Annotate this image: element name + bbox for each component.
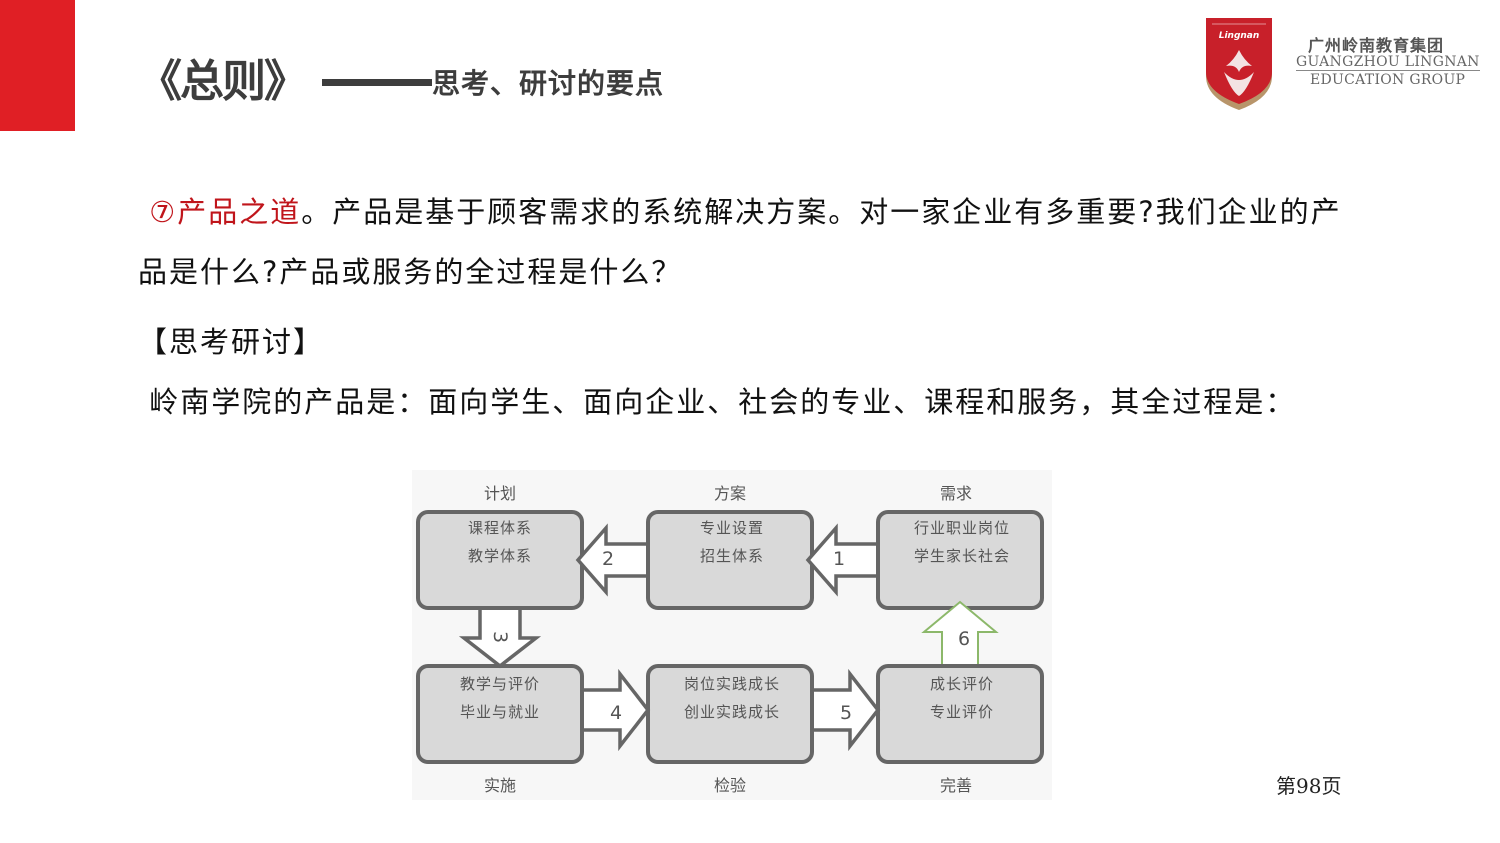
point-paragraph: ⑦产品之道。产品是基于顾客需求的系统解决方案。对一家企业有多重要?我们企业的产品… [138, 182, 1358, 302]
stage-line: 教学体系 [467, 547, 532, 565]
stage-text-improve: 成长评价 专业评价 [882, 670, 1042, 726]
arrow-6 [921, 600, 999, 664]
stage-label-implement: 实施 [483, 776, 516, 795]
title-main: 《总则》 [138, 56, 308, 107]
logo-name-en-2: EDUCATION GROUP [1310, 72, 1466, 88]
stage-line: 课程体系 [467, 519, 532, 537]
point-text: 。产品是基于顾客需求的系统解决方案。对一家企业有多重要?我们企业的产品是什么?产… [138, 195, 1342, 289]
stage-text-verify: 岗位实践成长 创业实践成长 [652, 670, 812, 726]
point-highlight: ⑦产品之道 [149, 195, 302, 229]
title-dash [322, 79, 432, 86]
diagram-shapes [416, 510, 1044, 764]
arrow-4 [584, 668, 651, 752]
arrow-label-4: 4 [609, 702, 623, 724]
arrow-label-3: 3 [489, 630, 511, 644]
title-subtitle: 思考、研讨的要点 [432, 67, 665, 100]
discussion-heading: 【思考研讨】 [138, 325, 325, 359]
page-title: 《总则》 思考、研讨的要点 [138, 48, 664, 108]
arrow-label-1: 1 [832, 548, 846, 570]
stage-label-demand: 需求 [939, 484, 972, 503]
stage-text-scheme: 专业设置 招生体系 [652, 514, 812, 570]
stage-line: 岗位实践成长 [683, 675, 780, 693]
stage-line: 专业设置 [699, 519, 764, 537]
process-diagram: 计划 方案 需求 实施 检验 完善 课程体系 教学体系 专业设置 招生体系 行业… [412, 470, 1052, 800]
arrow-label-5: 5 [839, 702, 853, 724]
logo-name-cn: 广州岭南教育集团 [1308, 36, 1445, 55]
arrow-2 [575, 523, 646, 597]
arrow-5 [814, 668, 881, 752]
stage-label-verify: 检验 [713, 776, 746, 795]
page-number: 第98页 [1276, 774, 1342, 798]
stage-line: 学生家长社会 [913, 547, 1010, 565]
stage-box-verify [646, 664, 814, 764]
shield-logo-icon: Lingnan [1206, 18, 1272, 110]
stage-text-implement: 教学与评价 毕业与就业 [420, 670, 580, 726]
company-logo: Lingnan 广州岭南教育集团 GUANGZHOU LINGNAN EDUCA… [1200, 14, 1480, 114]
answer-paragraph: 岭南学院的产品是：面向学生、面向企业、社会的专业、课程和服务，其全过程是： [138, 372, 1358, 432]
shield-text: Lingnan [1219, 31, 1260, 41]
stage-line: 行业职业岗位 [913, 519, 1010, 537]
arrow-1 [805, 523, 876, 597]
accent-bar [0, 0, 75, 131]
arrow-label-6: 6 [957, 628, 971, 650]
stage-line: 毕业与就业 [459, 703, 540, 721]
stage-line: 教学与评价 [459, 675, 540, 693]
stage-text-plan: 课程体系 教学体系 [420, 514, 580, 570]
stage-line: 创业实践成长 [683, 703, 780, 721]
stage-line: 成长评价 [929, 675, 994, 693]
stage-label-plan: 计划 [483, 484, 516, 503]
stage-text-demand: 行业职业岗位 学生家长社会 [882, 514, 1042, 570]
answer-text: 岭南学院的产品是：面向学生、面向企业、社会的专业、课程和服务，其全过程是： [149, 385, 1297, 419]
logo-name-en-1: GUANGZHOU LINGNAN [1296, 54, 1480, 71]
arrow-label-2: 2 [601, 548, 615, 570]
stage-line: 招生体系 [699, 547, 764, 565]
stage-label-scheme: 方案 [713, 484, 746, 503]
stage-label-improve: 完善 [939, 776, 972, 795]
arrow-3 [458, 610, 542, 669]
stage-box-improve [876, 664, 1044, 764]
stage-line: 专业评价 [929, 703, 994, 721]
